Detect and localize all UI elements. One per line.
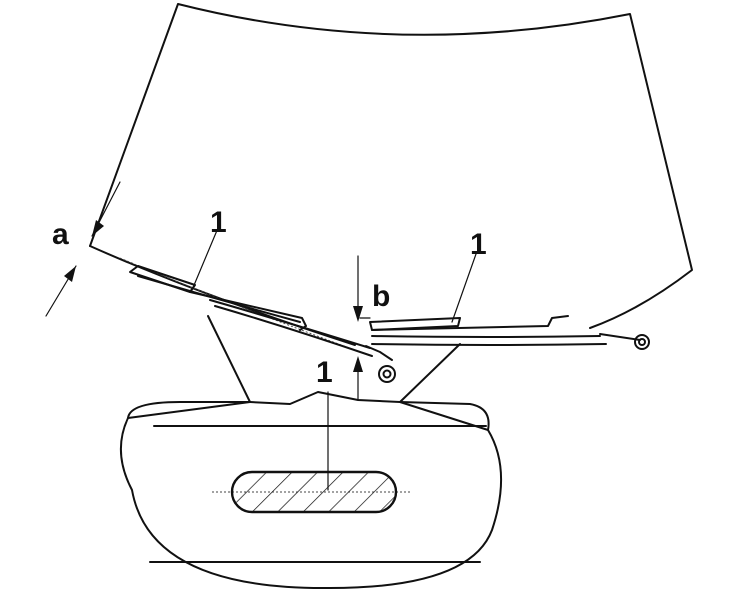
windshield <box>89 3 693 353</box>
label-detail: 1 <box>316 356 333 389</box>
label-a: a <box>52 218 69 251</box>
label-b: b <box>372 280 390 313</box>
label-wiper-left: 1 <box>210 206 227 239</box>
detail-callout: 1 <box>119 315 503 590</box>
dimension-a: a <box>45 181 121 317</box>
wiper-right: 1 <box>369 228 650 350</box>
dimension-b: b <box>353 255 390 401</box>
label-wiper-right: 1 <box>470 228 487 261</box>
wiper-left: 1 <box>129 206 396 383</box>
